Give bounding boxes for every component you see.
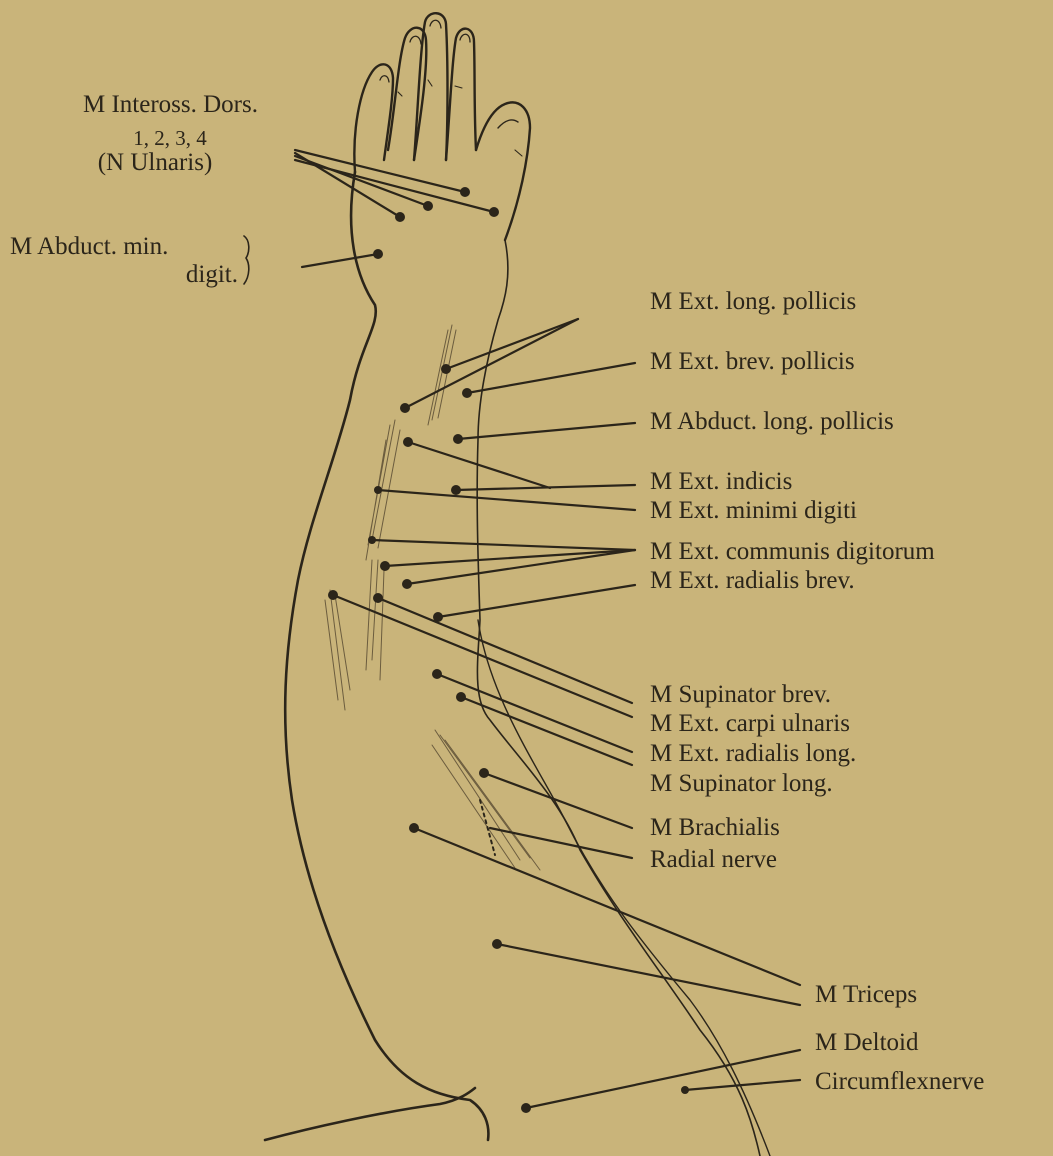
point-ext-carpi-ulnaris — [328, 590, 338, 600]
label-ext-indicis: M Ext. indicis — [650, 467, 792, 496]
arm-outer-contour — [285, 172, 488, 1140]
point-triceps-a — [409, 823, 419, 833]
leader-ext-indicis-b — [408, 442, 550, 488]
point-ext-indicis — [451, 485, 461, 495]
leader-abduct-long-pollicis — [458, 423, 635, 439]
label-circumflex-nerve: Circumflexnerve — [815, 1067, 984, 1096]
leader-circumflex — [685, 1080, 800, 1090]
label-inteross-line1: M Inteross. Dors. — [0, 90, 258, 119]
leader-inteross-c — [295, 156, 428, 206]
point-supinator-brev — [373, 593, 383, 603]
point-ext-radialis-brev — [433, 612, 443, 622]
point-ext-communis-c — [402, 579, 412, 589]
label-ext-radialis-long: M Ext. radialis long. — [650, 739, 856, 768]
leader-ext-communis-b — [385, 550, 635, 566]
label-abduct-min-line2: digit. — [100, 260, 238, 289]
label-ext-minimi-digiti: M Ext. minimi digiti — [650, 496, 857, 525]
label-deltoid: M Deltoid — [815, 1028, 918, 1057]
leader-ext-long-pollicis-a — [446, 319, 578, 369]
point-ext-radialis-long — [432, 669, 442, 679]
point-inteross-3 — [395, 212, 405, 222]
little-finger — [354, 64, 393, 172]
ring-finger — [388, 28, 426, 160]
point-ext-minimi — [374, 486, 382, 494]
abduct-min-brace — [244, 236, 249, 284]
leader-ext-radialis-brev — [438, 585, 635, 617]
point-deltoid — [521, 1103, 531, 1113]
nail-middle — [430, 20, 441, 28]
thumb-nail — [498, 120, 518, 128]
point-ext-communis-b — [380, 561, 390, 571]
leader-ext-minimi — [378, 490, 635, 510]
muscle-hatching — [325, 325, 540, 870]
label-ext-radialis-brev: M Ext. radialis brev. — [650, 566, 855, 595]
point-inteross-2 — [423, 201, 433, 211]
hatch-brachialis — [432, 730, 540, 870]
hatch-extensor-lower — [366, 560, 384, 680]
arm-outline — [265, 172, 770, 1156]
leader-abduct-min — [302, 254, 378, 267]
point-ext-indicis-b — [403, 437, 413, 447]
label-triceps: M Triceps — [815, 980, 917, 1009]
label-inteross-line2: 1, 2, 3, 4 — [100, 126, 240, 150]
point-inteross-4 — [489, 207, 499, 217]
point-triceps-b — [492, 939, 502, 949]
index-finger — [446, 29, 476, 160]
leader-deltoid — [526, 1050, 800, 1108]
point-abduct-min — [373, 249, 383, 259]
motor-points — [328, 187, 689, 1113]
leader-ext-carpi-ulnaris — [333, 595, 632, 717]
label-ext-brev-pollicis: M Ext. brev. pollicis — [650, 347, 855, 376]
label-abduct-min-line1: M Abduct. min. — [10, 232, 168, 261]
label-abduct-long-pollicis: M Abduct. long. pollicis — [650, 407, 894, 436]
leader-inteross-d — [295, 160, 494, 212]
point-ext-long-pollicis-a — [441, 364, 451, 374]
nail-ring — [410, 36, 421, 44]
leader-ext-communis-c — [407, 550, 635, 584]
nail-index — [460, 34, 470, 42]
label-ext-communis-digitorum: M Ext. communis digitorum — [650, 537, 935, 566]
point-supinator-long — [456, 692, 466, 702]
leader-supinator-brev — [378, 598, 632, 703]
point-ext-long-pollicis-b — [400, 403, 410, 413]
middle-finger — [414, 13, 448, 160]
label-supinator-long: M Supinator long. — [650, 769, 833, 798]
leader-radial-nerve — [490, 828, 632, 858]
point-inteross-1 — [460, 187, 470, 197]
leader-brachialis — [484, 773, 632, 828]
hatch-supinator — [325, 590, 350, 710]
hatch-extensor-wrist — [428, 325, 456, 425]
point-circumflex — [681, 1086, 689, 1094]
leader-inteross-a — [295, 150, 465, 192]
leader-triceps-b — [497, 944, 800, 1005]
point-ext-communis-a — [368, 536, 376, 544]
point-brachialis — [479, 768, 489, 778]
label-radial-nerve: Radial nerve — [650, 845, 777, 874]
leader-ext-radialis-long — [437, 674, 632, 752]
nail-little — [380, 76, 389, 82]
leader-ext-long-pollicis-b — [405, 319, 578, 408]
label-inteross-line3: (N Ulnaris) — [40, 148, 270, 177]
label-ext-carpi-ulnaris: M Ext. carpi ulnaris — [650, 709, 850, 738]
leader-ext-brev-pollicis — [467, 363, 635, 393]
point-abduct-long-pollicis — [453, 434, 463, 444]
label-supinator-brev: M Supinator brev. — [650, 680, 831, 709]
label-ext-long-pollicis: M Ext. long. pollicis — [650, 287, 856, 316]
point-ext-brev-pollicis — [462, 388, 472, 398]
leader-ext-communis-a — [372, 540, 635, 550]
label-brachialis: M Brachialis — [650, 813, 780, 842]
